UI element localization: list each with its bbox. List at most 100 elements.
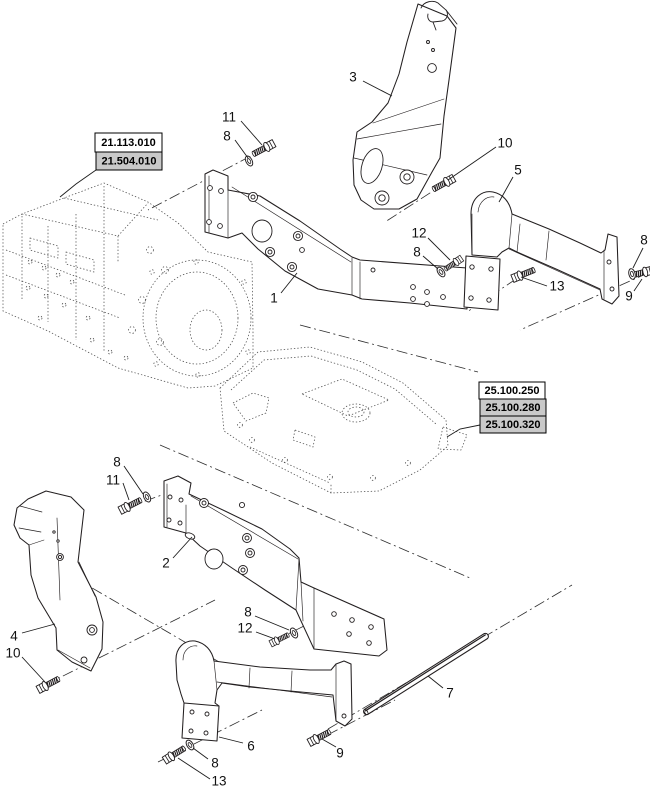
- ref-box-25.100.320[interactable]: 25.100.320: [479, 415, 547, 434]
- callout-leader-line: [520, 276, 548, 287]
- callout-leader-line: [172, 536, 193, 559]
- callout-13: 13: [177, 757, 227, 788]
- callout-8: 8: [113, 455, 144, 495]
- callout-leader-line: [240, 120, 263, 146]
- callout-number[interactable]: 8: [413, 245, 421, 260]
- callout-number[interactable]: 4: [10, 629, 18, 644]
- ref-box-rect[interactable]: [95, 151, 163, 171]
- part-3-upper-support-bracket: [352, 0, 458, 210]
- callout-8: 8: [413, 245, 439, 270]
- callout-8: 8: [632, 233, 648, 269]
- callout-leader-line: [255, 631, 276, 640]
- callout-leader-line: [234, 139, 249, 159]
- callout-number[interactable]: 7: [446, 686, 454, 701]
- ref-box-leader-line: [59, 169, 97, 198]
- ref-box-label[interactable]: 21.113.010: [101, 137, 155, 149]
- callout-number[interactable]: 12: [411, 226, 426, 241]
- callout-leader-line: [192, 747, 209, 760]
- callout-number[interactable]: 10: [5, 646, 20, 661]
- part-6-lower-cover-bracket: [175, 640, 353, 742]
- ref-box-label[interactable]: 25.100.320: [485, 419, 540, 431]
- callout-12: 12: [411, 226, 451, 261]
- callout-leader-line: [122, 482, 130, 501]
- callout-number[interactable]: 9: [336, 746, 344, 761]
- part-4-left-bracket: [13, 490, 104, 672]
- callout-number[interactable]: 11: [106, 473, 120, 488]
- callout-8: 8: [244, 605, 290, 631]
- callout-7: 7: [427, 675, 454, 701]
- bolt-13-mid: [509, 264, 538, 284]
- callout-number[interactable]: 1: [270, 291, 278, 306]
- bolt-9-bottom: [306, 726, 334, 748]
- callout-2: 2: [162, 536, 193, 571]
- washer-8-lower: [141, 490, 153, 504]
- ref-box-25.100.250[interactable]: 25.100.250: [478, 381, 546, 400]
- part-2-lower-side-member: [163, 475, 388, 657]
- callout-8: 8: [192, 747, 219, 771]
- callout-leader-line: [422, 255, 439, 270]
- callout-leader-line: [498, 176, 514, 203]
- callout-leader-line: [362, 80, 393, 97]
- ref-box-label[interactable]: 21.504.010: [101, 156, 156, 168]
- callout-number[interactable]: 13: [549, 279, 564, 294]
- callout-leader-line: [633, 278, 643, 292]
- callout-number[interactable]: 13: [211, 774, 226, 788]
- bolt-12-lower: [268, 630, 292, 649]
- washer-8-top: [243, 154, 255, 168]
- callout-9: 9: [625, 278, 643, 304]
- callout-leader-line: [321, 738, 337, 748]
- ref-box-21.504.010[interactable]: 21.504.010: [95, 151, 163, 171]
- callout-number[interactable]: 8: [640, 233, 648, 248]
- ref-box-rect[interactable]: [479, 415, 547, 434]
- callout-leader-line: [21, 656, 46, 683]
- ref-box-leader-line: [446, 424, 481, 438]
- callout-number[interactable]: 9: [625, 289, 633, 304]
- callout-number[interactable]: 8: [211, 756, 219, 771]
- callout-leader-line: [447, 146, 497, 181]
- part-1-upper-side-member: [204, 169, 468, 310]
- ref-box-label[interactable]: 25.100.280: [485, 402, 540, 414]
- callout-11: 11: [106, 473, 130, 501]
- callout-number[interactable]: 8: [223, 129, 231, 144]
- callout-leader-line: [218, 736, 244, 744]
- callout-leader-line: [280, 272, 298, 294]
- callout-number[interactable]: 8: [113, 455, 121, 470]
- part-5-right-cover-bracket: [463, 191, 620, 311]
- callout-11: 11: [222, 110, 263, 146]
- callout-5: 5: [498, 163, 522, 203]
- callout-number[interactable]: 10: [497, 136, 512, 151]
- callout-leader-line: [427, 237, 451, 261]
- callout-number[interactable]: 6: [247, 739, 255, 754]
- bolt-11-lower: [117, 494, 145, 516]
- callout-leader-line: [123, 465, 144, 495]
- transmission-housing-phantom: [2, 182, 254, 389]
- fuel-tank-phantom: [219, 346, 468, 494]
- washer-8-right: [627, 267, 637, 281]
- callout-3: 3: [349, 70, 393, 97]
- ref-box-label[interactable]: 25.100.250: [484, 385, 539, 397]
- callout-leader-line: [427, 675, 444, 689]
- part-7-rod: [363, 632, 489, 716]
- callout-number[interactable]: 12: [237, 621, 252, 636]
- callout-10: 10: [447, 136, 513, 181]
- callout-13: 13: [520, 276, 565, 294]
- reference-page-boxes: 21.113.010 21.504.010 25.100.250 25.100.280…: [59, 132, 547, 438]
- callout-number[interactable]: 2: [162, 556, 170, 571]
- callout-number[interactable]: 8: [244, 605, 252, 620]
- callout-10: 10: [5, 646, 46, 683]
- callout-1: 1: [270, 272, 298, 306]
- callout-number[interactable]: 11: [222, 110, 236, 125]
- callout-number[interactable]: 5: [514, 163, 522, 178]
- ref-box-21.113.010[interactable]: 21.113.010: [94, 132, 163, 153]
- ref-box-25.100.280[interactable]: 25.100.280: [479, 398, 547, 417]
- callout-number[interactable]: 3: [349, 70, 357, 85]
- callout-leader-line: [632, 247, 644, 269]
- callout-leader-line: [21, 623, 56, 634]
- callout-leader-line: [177, 757, 211, 780]
- washer-8-bottom: [184, 738, 196, 752]
- bolt-10-bottom-left: [35, 673, 63, 695]
- callout-6: 6: [218, 736, 255, 754]
